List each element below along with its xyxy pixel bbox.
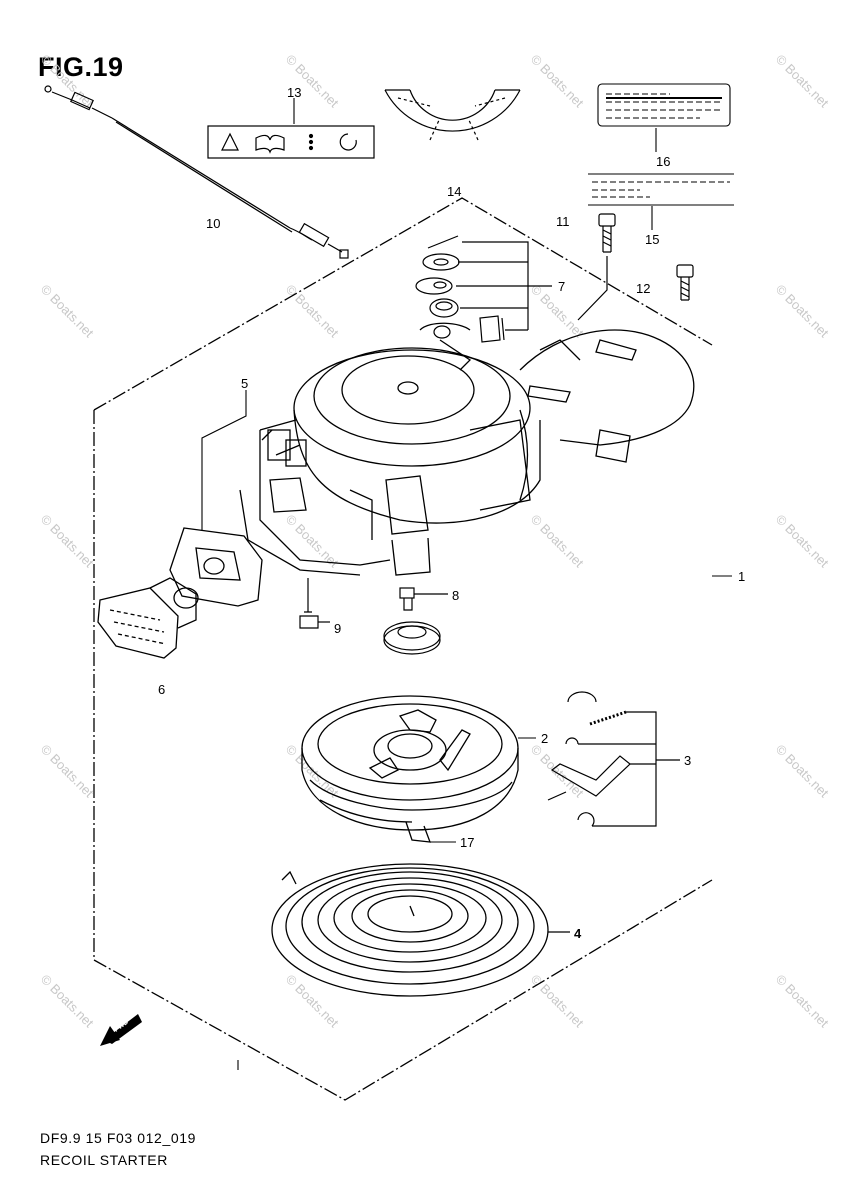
watermark-text: © Boats.net [38, 282, 97, 341]
callout-16: 16 [656, 154, 670, 169]
watermark-text: © Boats.net [773, 512, 832, 571]
part-16-label [597, 83, 731, 127]
callout-6: 6 [158, 682, 165, 697]
watermark-layer: © Boats.net © Boats.net © Boats.net © Boats… [38, 52, 832, 1031]
figure-caption: RECOIL STARTER [40, 1152, 168, 1168]
part-11-bolt [577, 213, 616, 321]
callout-17: 17 [460, 835, 474, 850]
watermark-text: © Boats.net [38, 972, 97, 1031]
part-8-bolt [399, 587, 448, 611]
callout-11: 11 [556, 214, 570, 229]
callout-3: 3 [684, 753, 691, 768]
watermark-text: © Boats.net [773, 972, 832, 1031]
watermark-text: © Boats.net [283, 282, 342, 341]
watermark-text: © Boats.net [528, 512, 587, 571]
watermark-text: © Boats.net [773, 52, 832, 111]
watermark-text: © Boats.net [773, 742, 832, 801]
callout-leaders [201, 98, 732, 1070]
part-4-spring [271, 863, 570, 997]
part-10-cable [44, 85, 349, 259]
part-9-bolt [299, 578, 330, 629]
part-6-handle [97, 527, 263, 659]
watermark-text: © Boats.net [38, 742, 97, 801]
callout-5: 5 [241, 376, 248, 391]
callout-7: 7 [558, 279, 565, 294]
figure-title: FIG.19 [38, 52, 124, 82]
part-7-fasteners [415, 235, 552, 343]
callout-9: 9 [334, 621, 341, 636]
assembly-outline [93, 197, 713, 1101]
watermark-text: © Boats.net [283, 52, 342, 111]
callout-2: 2 [541, 731, 548, 746]
watermark-text: © Boats.net [773, 282, 832, 341]
callout-1: 1 [738, 569, 745, 584]
watermark-text: © Boats.net [38, 52, 97, 111]
decal-arc [384, 89, 521, 141]
fwd-arrow-icon: FWD [100, 1014, 142, 1046]
watermark-text: © Boats.net [283, 972, 342, 1031]
part-12-bolt [676, 264, 694, 301]
watermark-text: © Boats.net [528, 972, 587, 1031]
callout-4: 4 [574, 926, 582, 941]
callout-13: 13 [287, 85, 301, 100]
figure-code: DF9.9 15 F03 012_019 [40, 1130, 196, 1146]
callout-12: 12 [636, 281, 650, 296]
watermark-text: © Boats.net [528, 52, 587, 111]
callout-8: 8 [452, 588, 459, 603]
part-13-label [207, 125, 375, 159]
callout-labels: 1 2 3 4 5 6 7 8 9 10 11 12 13 14 15 16 1… [158, 85, 745, 941]
part-3-pawls [547, 691, 680, 827]
callout-15: 15 [645, 232, 659, 247]
cap-part [383, 621, 441, 655]
part-1-housing [239, 322, 695, 576]
callout-14: 14 [447, 184, 461, 199]
part-2-reel [301, 695, 519, 843]
part-15-label [588, 173, 734, 206]
watermark-text: © Boats.net [528, 742, 587, 801]
watermark-text: © Boats.net [38, 512, 97, 571]
callout-10: 10 [206, 216, 220, 231]
watermark-text: © Boats.net [283, 512, 342, 571]
